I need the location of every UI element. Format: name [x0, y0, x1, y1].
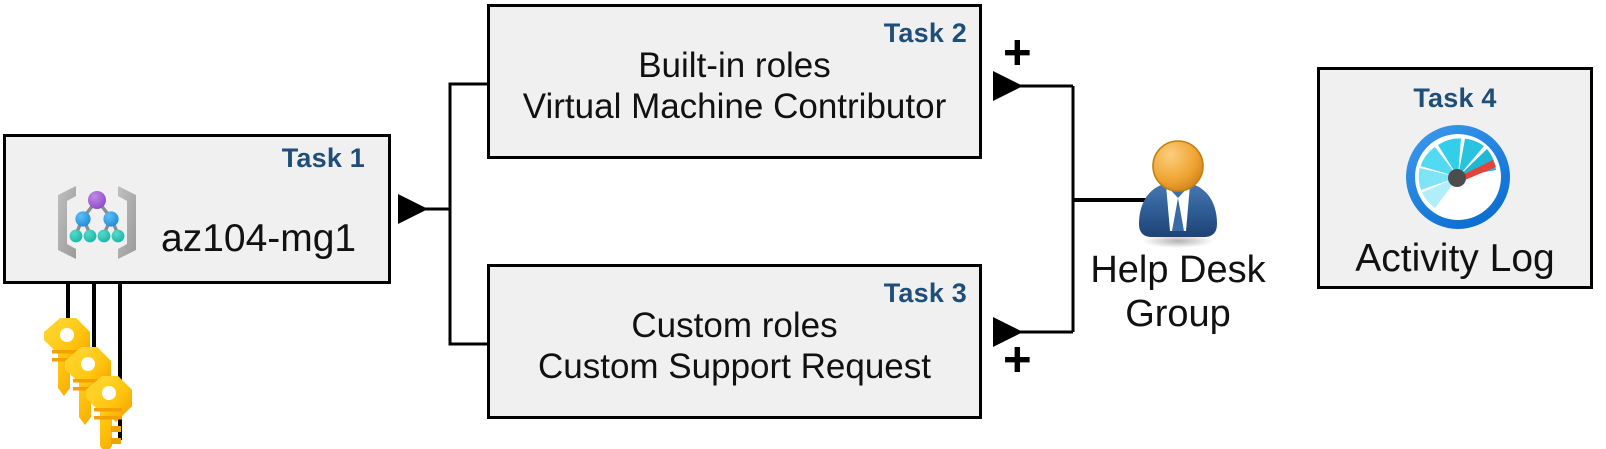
task2-line1: Built-in roles [638, 46, 831, 85]
task4-box[interactable]: Task 4 Activity Log [1317, 67, 1593, 289]
task3-box[interactable]: Task 3 Custom roles Custom Support Reque… [487, 264, 982, 419]
gauge-icon [1406, 125, 1510, 229]
task3-line2: Custom Support Request [538, 347, 931, 387]
connector-actor-to-tasks [993, 71, 1148, 347]
task3-text-block: Custom roles Custom Support Request [490, 305, 979, 388]
connector-tasks-to-task1 [398, 82, 487, 346]
user-group-icon [1139, 140, 1217, 248]
keys-icon [44, 318, 132, 449]
key-3 [86, 376, 132, 449]
task2-tag: Task 2 [883, 18, 967, 48]
task2-line2: Virtual Machine Contributor [522, 87, 947, 127]
task2-box[interactable]: Task 2 Built-in roles Virtual Machine Co… [487, 4, 982, 159]
task3-line1: Custom roles [631, 306, 838, 345]
management-group-icon [58, 186, 136, 259]
plus-sign-top: + [1003, 26, 1032, 80]
task1-tag: Task 1 [281, 143, 365, 173]
task3-tag: Task 3 [883, 278, 967, 308]
task4-tag: Task 4 [1413, 83, 1497, 113]
actor-line2: Group [1125, 293, 1231, 336]
plus-sign-bottom: + [1003, 333, 1032, 387]
task4-label: Activity Log [1355, 237, 1555, 280]
actor-label: Help Desk Group [1068, 248, 1288, 336]
task1-label: az104-mg1 [161, 217, 357, 260]
task1-box[interactable]: Task 1 az104-mg1 [3, 134, 391, 284]
task2-text-block: Built-in roles Virtual Machine Contribut… [490, 45, 979, 128]
actor-line1: Help Desk [1090, 249, 1266, 291]
